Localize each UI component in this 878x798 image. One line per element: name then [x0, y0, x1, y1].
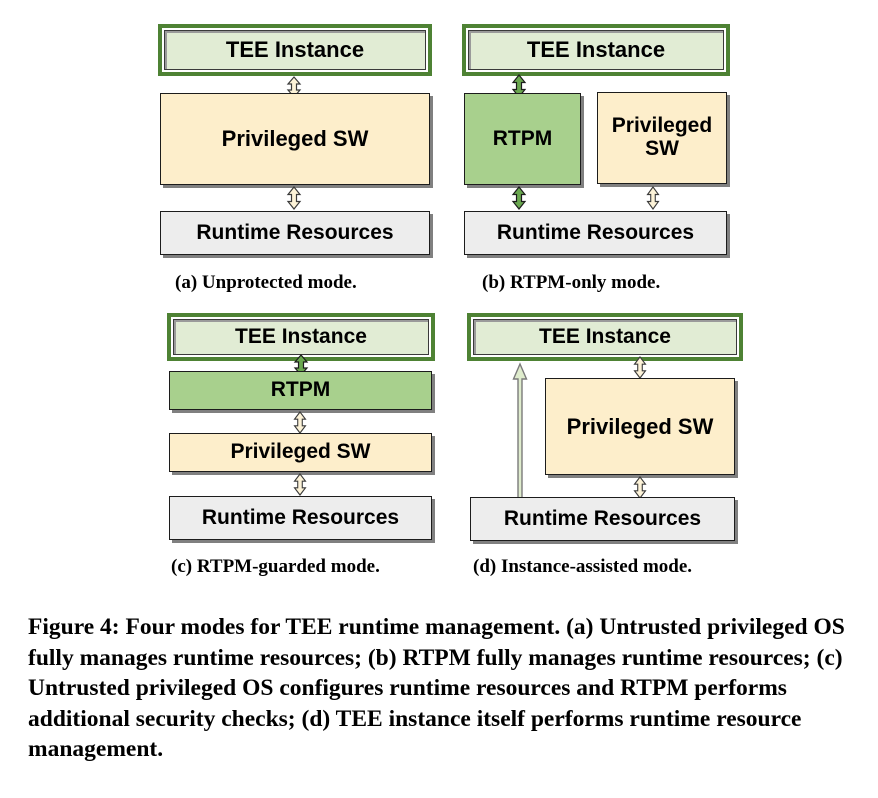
tee-instance-box-c: TEE Instance [167, 313, 435, 361]
subcaption-d: (d) Instance-assisted mode. [473, 556, 693, 577]
runtime-resources-label: Runtime Resources [503, 506, 702, 530]
arrow-tee-to-runtime-resources-d [509, 362, 531, 518]
runtime-resources-label: Runtime Resources [496, 220, 695, 244]
runtime-resources-box-c: Runtime Resources [169, 496, 432, 540]
tee-instance-box-a: TEE Instance [158, 24, 432, 76]
privileged-sw-label: Privileged SW [230, 440, 371, 464]
privileged-sw-label: Privileged SW [221, 126, 369, 152]
arrow-privileged-sw-to-runtime-b [643, 186, 663, 210]
figure-caption: Figure 4: Four modes for TEE runtime man… [28, 612, 852, 765]
tee-instance-label: TEE Instance [225, 37, 365, 62]
arrow-rtpm-to-runtime-b [508, 186, 530, 210]
arrow-privileged-sw-to-runtime-d [630, 476, 650, 499]
rtpm-box-c: RTPM [169, 371, 432, 410]
tee-instance-label: TEE Instance [526, 37, 666, 62]
tee-instance-label: TEE Instance [539, 325, 671, 348]
subcaption-a: (a) Unprotected mode. [175, 272, 357, 293]
privileged-sw-label: Privileged SW [566, 413, 714, 439]
arrow-rtpm-to-privileged-sw-c [290, 411, 310, 434]
figure-caption-label: Figure 4: [28, 614, 120, 640]
runtime-resources-box-b: Runtime Resources [464, 211, 727, 255]
tee-instance-box-b: TEE Instance [462, 24, 730, 76]
privileged-sw-box-a: Privileged SW [160, 93, 430, 185]
arrow-tee-to-privileged-sw-d [630, 356, 650, 379]
runtime-resources-label: Runtime Resources [196, 220, 394, 244]
arrow-privileged-sw-to-runtime-c [290, 473, 310, 496]
runtime-resources-label: Runtime Resources [201, 505, 400, 529]
rtpm-label: RTPM [270, 378, 331, 402]
privileged-sw-box-b: Privileged SW [597, 92, 727, 184]
subcaption-b: (b) RTPM-only mode. [482, 272, 661, 293]
tee-instance-box-d: TEE Instance [467, 313, 743, 361]
subcaption-c: (c) RTPM-guarded mode. [171, 556, 380, 577]
arrow-privileged-sw-to-runtime-a [283, 186, 305, 210]
privileged-sw-label: Privileged SW [611, 114, 713, 160]
tee-instance-label: TEE Instance [235, 325, 367, 348]
rtpm-box-b: RTPM [464, 93, 581, 185]
privileged-sw-box-d: Privileged SW [545, 378, 735, 475]
runtime-resources-box-a: Runtime Resources [160, 211, 430, 255]
privileged-sw-box-c: Privileged SW [169, 433, 432, 472]
runtime-resources-box-d: Runtime Resources [470, 497, 735, 541]
figure-caption-text: Four modes for TEE runtime management. (… [28, 614, 845, 763]
rtpm-label: RTPM [492, 126, 553, 150]
